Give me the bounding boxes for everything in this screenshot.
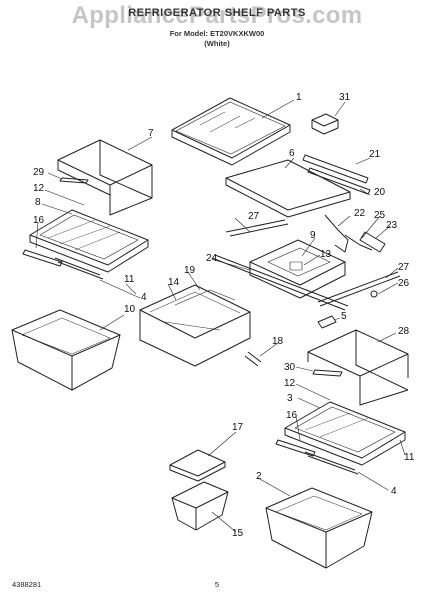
part-left-front-trim <box>22 249 63 267</box>
part-left-glass-insert <box>57 139 153 186</box>
part-fitting <box>244 351 262 367</box>
callout-19: 19 <box>184 265 196 276</box>
part-small-bin <box>171 481 229 531</box>
callout-31: 31 <box>339 92 351 103</box>
page-number: 5 <box>214 580 220 589</box>
callout-3: 3 <box>287 393 293 404</box>
part-right-front-trim <box>275 439 316 457</box>
callout-18: 18 <box>272 336 284 347</box>
part-divider-strips <box>302 154 371 195</box>
callout-16-left: 16 <box>33 215 45 226</box>
callout-11-left: 11 <box>124 274 135 285</box>
part-left-crisper-cover <box>29 209 149 273</box>
callout-20: 20 <box>374 187 386 198</box>
callout-17: 17 <box>232 422 244 433</box>
callout-29: 29 <box>33 167 45 178</box>
part-center-tray <box>139 284 251 367</box>
callout-13: 13 <box>320 249 332 260</box>
watermark: AppliancePartsPros.com <box>71 2 363 29</box>
part-glass-shelf <box>171 97 291 166</box>
part-long-strip <box>211 254 349 311</box>
callout-6: 6 <box>289 148 295 159</box>
callout-27-right: 27 <box>398 262 410 273</box>
part-right-crisper-drawer <box>265 487 373 569</box>
part-small-cap <box>311 113 339 135</box>
callout-7: 7 <box>148 128 154 139</box>
callout-9: 9 <box>310 230 316 241</box>
model-line: For Model: ET20VKXKW00 <box>169 29 265 38</box>
page-title: REFRIGERATOR SHELF PARTS <box>128 7 306 19</box>
part-clip <box>317 315 337 329</box>
callout-21: 21 <box>369 149 381 160</box>
callout-22: 22 <box>354 208 366 219</box>
part-brackets-right <box>324 214 386 253</box>
callout-30: 30 <box>284 362 296 373</box>
callout-10: 10 <box>124 304 136 315</box>
callout-2: 2 <box>256 471 262 482</box>
callout-8: 8 <box>35 197 41 208</box>
callout-12-right: 12 <box>284 378 296 389</box>
part-left-crisper-drawer <box>11 309 121 391</box>
callout-14: 14 <box>168 277 180 288</box>
callout-labels: 1 31 7 6 21 29 20 12 8 22 25 27 23 16 13… <box>33 92 415 539</box>
callout-16-right: 16 <box>286 410 298 421</box>
part-small-pane <box>169 449 226 482</box>
callout-24: 24 <box>206 253 218 264</box>
part-rod-upper <box>225 219 289 237</box>
callout-23: 23 <box>386 220 398 231</box>
part-center-housing <box>249 239 346 299</box>
callout-12: 12 <box>33 183 45 194</box>
part-rod-right <box>317 271 401 307</box>
callout-26: 26 <box>398 278 410 289</box>
part-right-rail <box>304 451 359 475</box>
callout-11-right: 11 <box>404 452 415 463</box>
callout-25: 25 <box>374 210 386 221</box>
document-number: 4388281 <box>12 580 42 589</box>
callout-1: 1 <box>296 92 302 103</box>
color-line: (White) <box>204 39 230 48</box>
part-left-rail <box>54 257 104 280</box>
callout-4-right: 4 <box>391 486 397 497</box>
callout-27-upper: 27 <box>248 211 260 222</box>
leader-lines <box>35 99 406 533</box>
part-right-glass-insert <box>307 329 409 378</box>
callout-4-left: 4 <box>141 292 147 303</box>
part-right-trim-30 <box>312 369 343 377</box>
callout-28: 28 <box>398 326 410 337</box>
part-left-drawer-frame <box>57 140 153 216</box>
callout-5: 5 <box>341 311 347 322</box>
callout-15: 15 <box>232 528 244 539</box>
part-right-crisper-cover <box>284 401 406 466</box>
part-center-glass <box>225 159 351 218</box>
part-right-drawer-frame <box>355 330 409 406</box>
